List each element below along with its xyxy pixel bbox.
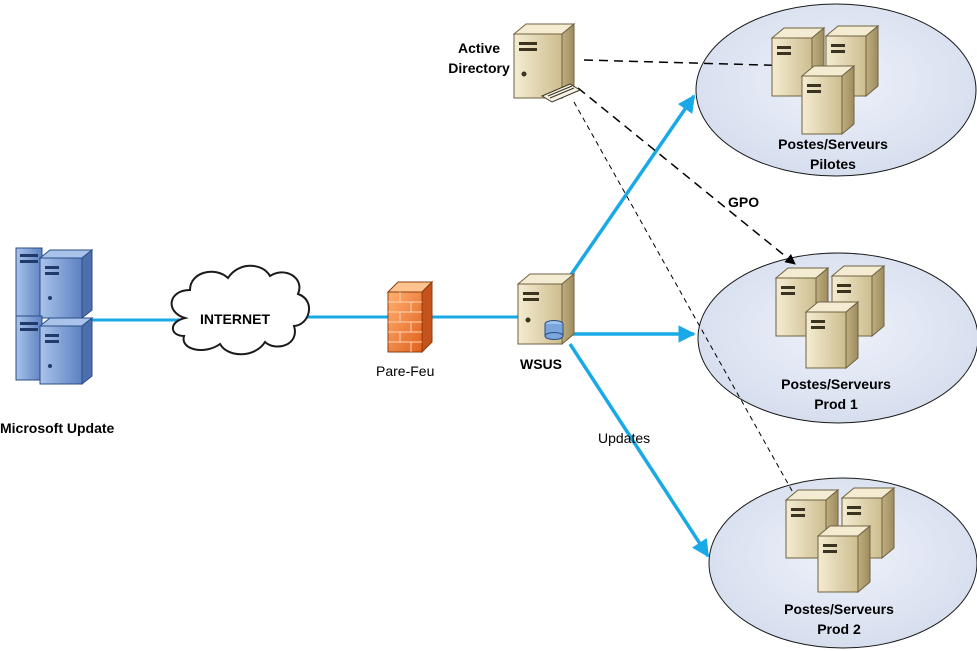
prod2-servers-icon (784, 486, 896, 594)
prod1-servers-icon (774, 264, 886, 370)
group-prod2-label-line2: Prod 2 (817, 621, 861, 637)
gpo-to-prod2 (573, 101, 806, 515)
internet-label: INTERNET (200, 311, 270, 327)
updates-label: Updates (598, 430, 651, 446)
active-directory-label-line1: Active (457, 40, 501, 56)
microsoft-update-label: Microsoft Update (0, 420, 115, 436)
internet-cloud-icon (170, 264, 310, 356)
group-prod1-label-line1: Postes/Serveurs (781, 376, 891, 392)
group-prod2-label-line1: Postes/Serveurs (784, 601, 894, 617)
active-directory-label-line2: Directory (448, 60, 510, 76)
microsoft-update-server-icon (15, 247, 94, 386)
link-wsus-prod2 (568, 343, 710, 558)
firewall-label: Pare-Feu (376, 363, 435, 379)
gpo-to-prod1 (577, 87, 796, 265)
group-pilotes-label: Postes/Serveurs Pilotes (758, 134, 908, 174)
wsus-label: WSUS (520, 356, 562, 372)
group-prod2-label: Postes/Serveurs Prod 2 (764, 599, 914, 639)
link-wsus-pilotes (564, 94, 696, 283)
group-pilotes-label-line2: Pilotes (810, 156, 856, 172)
gpo-label: GPO (728, 194, 760, 210)
firewall-icon (386, 280, 434, 354)
group-pilotes-label-line1: Postes/Serveurs (778, 136, 888, 152)
group-prod1-label: Postes/Serveurs Prod 1 (761, 374, 911, 414)
active-directory-label: Active Directory (436, 38, 522, 78)
wsus-server-icon (516, 272, 576, 346)
group-prod1-label-line2: Prod 1 (814, 396, 858, 412)
gpo-to-pilotes (583, 59, 802, 71)
active-directory-server-icon (512, 22, 582, 103)
pilotes-servers-icon (770, 24, 880, 136)
